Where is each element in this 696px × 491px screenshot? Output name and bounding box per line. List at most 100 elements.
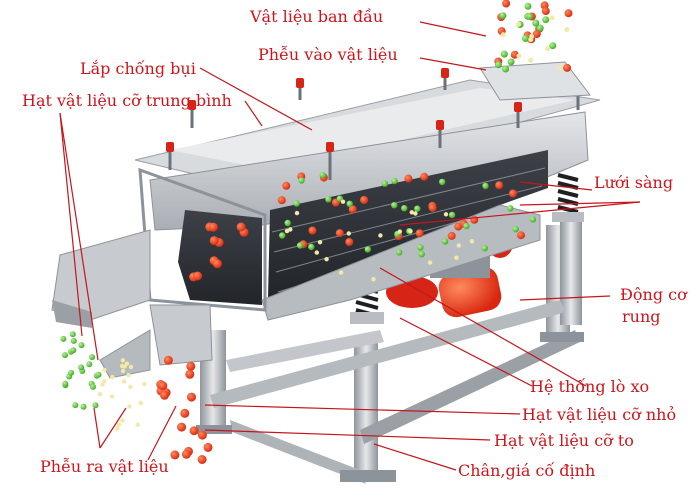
small-particle (294, 210, 300, 216)
small-particle (443, 212, 449, 217)
medium-particle (86, 361, 93, 368)
label-screen-mesh: Lưới sàng (594, 173, 674, 192)
medium-particle (482, 182, 489, 190)
large-particle (212, 259, 222, 269)
medium-particle (494, 61, 502, 69)
large-particle (564, 9, 573, 18)
small-particle (413, 211, 418, 216)
large-particle (420, 172, 429, 181)
large-particle (470, 215, 479, 224)
medium-particle (72, 402, 79, 409)
large-particle (163, 355, 173, 365)
medium-particle (279, 232, 286, 239)
medium-particle (502, 65, 510, 73)
large-particle (335, 229, 344, 238)
small-particle (500, 32, 506, 38)
medium-particle (381, 180, 389, 187)
large-particle (186, 361, 196, 371)
large-particle (404, 174, 413, 183)
small-particle (127, 404, 132, 409)
medium-particle (92, 402, 99, 409)
clamp-tips (166, 68, 582, 152)
small-particle (338, 270, 344, 275)
small-particle (102, 379, 107, 384)
small-particle (516, 21, 521, 27)
large-particle (495, 181, 504, 190)
small-particle (97, 391, 103, 397)
medium-particle (542, 16, 550, 24)
small-particle (102, 367, 107, 373)
small-particle (121, 379, 127, 384)
label-small-particles: Hạt vật liệu cỡ nhỏ (522, 405, 677, 424)
large-particle (428, 203, 437, 212)
large-particle (208, 222, 218, 232)
medium-particle (522, 35, 529, 42)
large-particle (177, 422, 187, 432)
medium-particle (512, 226, 519, 233)
small-particle (120, 368, 126, 374)
medium-particle (396, 249, 403, 256)
large-particle (282, 181, 291, 190)
small-particle (324, 257, 329, 262)
small-particle (545, 46, 551, 52)
small-particle (529, 33, 535, 39)
large-particle (308, 226, 317, 235)
large-particle (277, 196, 286, 205)
large-particle (197, 455, 207, 464)
medium-particle (60, 335, 67, 342)
medium-particle (364, 246, 371, 253)
medium-particle (70, 337, 77, 344)
medium-particle (284, 219, 291, 227)
medium-particle (441, 238, 449, 245)
small-particle (564, 27, 570, 32)
medium-particle (62, 352, 68, 359)
medium-particle (549, 42, 557, 50)
small-particle (109, 394, 115, 399)
medium-particle (346, 200, 353, 207)
large-particle (563, 63, 572, 72)
medium-particle (70, 347, 77, 354)
label-vibration-motor-2: rung (622, 307, 661, 326)
large-particle (203, 442, 213, 452)
large-particle (415, 229, 424, 238)
medium-particle (526, 13, 534, 20)
medium-particle (532, 19, 540, 27)
small-particle (469, 239, 475, 244)
medium-particle (507, 205, 514, 212)
small-particle (288, 227, 293, 232)
large-particle (189, 426, 199, 436)
small-particle (454, 255, 459, 260)
medium-particle (439, 178, 446, 186)
small-particle (409, 210, 414, 215)
material-particles (60, 0, 573, 464)
medium-particle (391, 202, 398, 209)
label-dust-cover: Lắp chống bụi (80, 59, 196, 78)
medium-particle (62, 380, 69, 387)
medium-particle (293, 200, 300, 207)
small-particle (138, 400, 143, 406)
medium-particle (95, 371, 102, 378)
label-medium-particles: Hạt vật liệu cỡ trung bình (22, 91, 232, 110)
large-particle (509, 189, 517, 198)
small-particle (346, 231, 351, 236)
large-particle (181, 449, 191, 459)
small-particle (110, 374, 115, 380)
small-particle (378, 233, 383, 238)
small-particle (456, 243, 461, 248)
medium-particle (69, 331, 76, 338)
small-particle (135, 422, 140, 427)
label-feed-hopper: Phễu vào vật liệu (258, 45, 398, 64)
medium-particle (507, 58, 515, 66)
large-particle (541, 7, 550, 16)
small-particle (371, 277, 376, 282)
large-particle (360, 196, 369, 204)
small-particle (120, 358, 126, 363)
large-particle (345, 238, 354, 246)
label-raw-material: Vật liệu ban đầu (250, 7, 384, 26)
medium-particle (78, 364, 85, 371)
discharge-hoppers (51, 229, 213, 379)
label-discharge-hoppers: Phễu ra vật liệu (40, 457, 169, 476)
leader-lines (59, 21, 641, 471)
small-particle (314, 250, 319, 255)
